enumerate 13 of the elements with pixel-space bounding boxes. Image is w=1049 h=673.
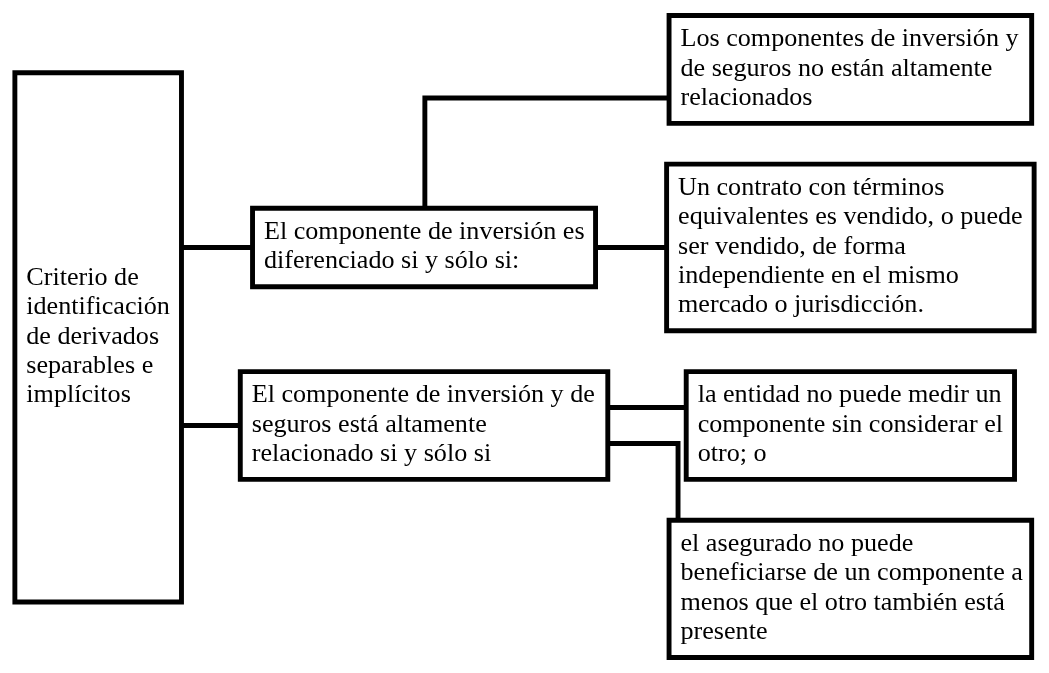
node-box: Los componentes de inversión y de seguros no están altamente relacionados — [666, 13, 1035, 126]
connector — [595, 245, 666, 250]
connector — [181, 423, 240, 428]
node-box: El componente de inversión es diferenciado si y sólo si: — [250, 205, 598, 290]
connector — [607, 405, 686, 410]
connector — [422, 95, 669, 209]
connector — [181, 245, 252, 250]
node-box: el asegurado no puede beneficiarse de un componente a menos que el otro también está presente — [666, 517, 1035, 660]
node-box: Un contrato con términos equivalentes es vendido, o puede ser vendido, de forma independiente en el mismo mercado o jurisdicción. — [664, 161, 1037, 334]
connector — [607, 441, 681, 520]
node-box: la entidad no puede medir un componente sin considerar el otro; o — [683, 369, 1017, 482]
node-box: Criterio de identificación de derivados separables e implícitos — [12, 70, 184, 605]
node-box: El componente de inversión y de seguros está altamente relacionado si y sólo si — [237, 369, 611, 482]
